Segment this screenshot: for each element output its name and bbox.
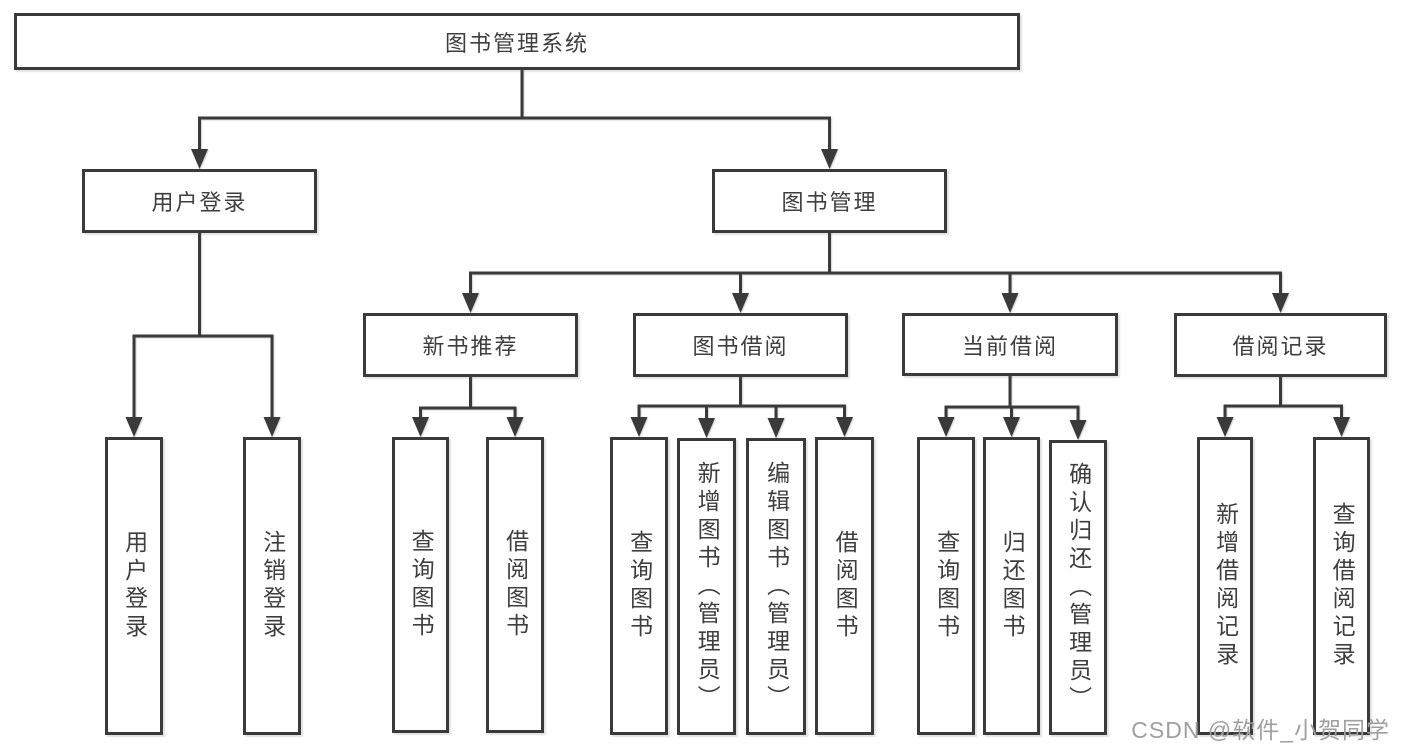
arrowhead-down-icon [1216,417,1234,437]
node-borrow-child-3: 借阅图书 [815,437,874,735]
node-recommend-child-0: 查询图书 [392,437,449,733]
node-login-child-1-label: 注销登录 [259,530,286,642]
arrowhead-down-icon [767,418,785,438]
node-borrow-child-0: 查询图书 [610,437,668,735]
node-recommend-child-1-label: 借阅图书 [502,529,529,641]
node-new-books: 新书推荐 [363,313,578,377]
node-book-borrow-label: 图书借阅 [692,334,789,359]
node-borrow-child-1-label: 新增图书（管理员） [694,460,721,713]
node-current-child-2-label: 确认归还（管理员） [1065,461,1092,714]
node-root: 图书管理系统 [14,13,1020,70]
node-borrow-records: 借阅记录 [1174,313,1387,377]
node-borrow-child-0-label: 查询图书 [626,530,653,642]
arrowhead-down-icon [125,417,143,437]
node-book-borrow: 图书借阅 [633,313,848,377]
node-login-child-1: 注销登录 [243,437,301,735]
arrowhead-down-icon [506,417,524,437]
arrowhead-down-icon [836,417,853,437]
node-user-login: 用户登录 [82,169,317,233]
arrowhead-down-icon [1333,417,1350,437]
node-book-mgmt: 图书管理 [712,169,947,233]
arrowhead-down-icon [698,418,715,438]
arrowhead-down-icon [1272,293,1289,313]
node-user-login-label: 用户登录 [151,190,248,215]
node-borrow-child-1: 新增图书（管理员） [677,438,736,735]
arrowhead-down-icon [1001,293,1019,313]
node-new-books-label: 新书推荐 [422,334,519,359]
arrowhead-down-icon [1069,420,1087,440]
node-login-child-0: 用户登录 [105,437,163,735]
arrowhead-down-icon [263,417,281,437]
node-current-child-1-label: 归还图书 [999,530,1026,642]
node-current-child-0: 查询图书 [917,437,975,735]
node-borrow-records-label: 借阅记录 [1232,334,1329,359]
node-current-child-1: 归还图书 [983,437,1040,735]
arrowhead-down-icon [1003,417,1020,437]
node-borrow-child-3-label: 借阅图书 [832,530,859,642]
arrowhead-down-icon [821,149,838,169]
arrowhead-down-icon [191,149,208,169]
node-records-child-1-label: 查询借阅记录 [1329,502,1356,670]
node-login-child-0-label: 用户登录 [121,530,148,642]
node-borrow-child-2: 编辑图书（管理员） [746,438,806,735]
node-current-borrow: 当前借阅 [902,313,1118,376]
arrowhead-down-icon [732,293,749,313]
node-current-child-2: 确认归还（管理员） [1049,440,1107,735]
node-root-label: 图书管理系统 [444,30,589,56]
node-recommend-child-1: 借阅图书 [486,437,544,733]
arrowhead-down-icon [412,417,429,437]
arrowhead-down-icon [462,293,479,313]
node-records-child-1: 查询借阅记录 [1313,437,1370,735]
node-current-child-0-label: 查询图书 [933,530,960,642]
csdn-watermark: CSDN @软件_小贺同学 [1131,717,1390,743]
arrowhead-down-icon [630,417,648,437]
node-recommend-child-0-label: 查询图书 [408,529,435,641]
node-borrow-child-2-label: 编辑图书（管理员） [763,460,790,713]
node-current-borrow-label: 当前借阅 [961,333,1058,359]
node-records-child-0: 新增借阅记录 [1197,437,1253,735]
node-book-mgmt-label: 图书管理 [781,190,878,215]
arrowhead-down-icon [937,417,955,437]
node-records-child-0-label: 新增借阅记录 [1212,502,1239,670]
